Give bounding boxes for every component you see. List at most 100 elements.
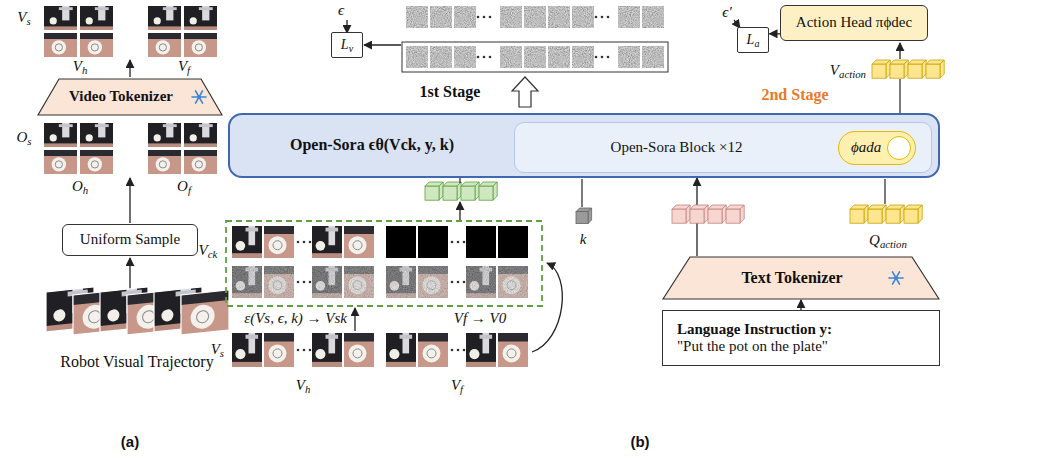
- frame-ground: [498, 333, 528, 367]
- pot: [143, 310, 155, 323]
- pot: [195, 161, 202, 168]
- cube-front: [904, 209, 918, 223]
- frame-ground: [312, 266, 342, 298]
- noise-square: [524, 6, 546, 28]
- plate: [316, 241, 326, 251]
- noise-overlay: [498, 266, 528, 298]
- loss-box: Lv: [331, 32, 363, 59]
- node-text: Text Tokenizer: [741, 269, 842, 287]
- video-frame: [418, 266, 448, 298]
- token-cube: [425, 182, 443, 200]
- token-cube: [926, 60, 944, 78]
- video-frame: [344, 226, 374, 258]
- frame-ground: [344, 333, 374, 367]
- plate: [389, 349, 399, 359]
- caption-label: 2nd Stage: [761, 86, 828, 104]
- math-subscript: s: [26, 15, 30, 27]
- math-label: Vck: [199, 242, 218, 259]
- ellipsis-dot: [489, 16, 492, 19]
- video-frame: [148, 123, 181, 147]
- video-frame: [148, 33, 181, 57]
- math-subscript: s: [220, 347, 224, 359]
- ellipsis-dot: [601, 16, 604, 19]
- table-edge: [232, 362, 262, 367]
- video-frame: [184, 150, 217, 174]
- math-label: Vh: [73, 58, 88, 75]
- frame-ground: [148, 123, 181, 147]
- table-edge: [184, 143, 217, 147]
- math-subscript: h: [305, 383, 310, 395]
- frame-ground: [312, 226, 342, 258]
- frame-ground: [80, 123, 113, 147]
- video-frame: [232, 226, 262, 258]
- ellipsis-dot: [451, 349, 454, 352]
- noise-square: [406, 46, 428, 68]
- caption-label: Robot Visual Trajectory: [60, 353, 213, 371]
- snowflake-stroke: [196, 91, 203, 103]
- cube-side: [457, 182, 461, 200]
- video-frame: [80, 150, 113, 174]
- plate: [161, 309, 173, 322]
- math-subscript: f: [460, 383, 463, 395]
- model-box: Open-Sora ϵθ(Vck, y, k)Open-Sora Block ×…: [228, 113, 940, 178]
- video-frame: [466, 266, 496, 298]
- toggle-knob: [887, 136, 911, 160]
- frame-top: [264, 226, 294, 234]
- noise-square: [618, 6, 640, 28]
- ellipsis-dot: [595, 16, 598, 19]
- plate: [503, 344, 521, 362]
- video-frame: [44, 33, 77, 57]
- video-frame: [264, 226, 294, 258]
- pot: [159, 44, 166, 51]
- plate: [190, 134, 197, 141]
- pot: [353, 241, 362, 250]
- plate: [50, 17, 57, 24]
- cube-front: [461, 186, 475, 200]
- plate: [154, 134, 161, 141]
- frame-ground: [498, 266, 528, 298]
- math-subscript: ck: [208, 248, 218, 260]
- token-cube: [443, 182, 461, 200]
- pot: [353, 349, 362, 358]
- cube-front: [926, 64, 940, 78]
- plate: [156, 40, 170, 54]
- black-frame: [498, 226, 528, 258]
- table-edge: [386, 362, 416, 367]
- noise-square: [618, 46, 640, 68]
- math-base: V: [296, 377, 305, 393]
- robot-base: [163, 7, 177, 10]
- frame-ground: [148, 150, 181, 174]
- ellipsis-dot: [477, 16, 480, 19]
- arrow-line: [364, 44, 401, 45]
- noise-overlay: [232, 266, 262, 298]
- token-cube: [726, 205, 744, 223]
- plate: [349, 236, 367, 254]
- plate: [315, 349, 325, 359]
- noise-overlay: [466, 266, 496, 298]
- table-edge: [80, 143, 113, 147]
- ellipsis-dot: [595, 56, 598, 59]
- video-frame: [498, 333, 528, 367]
- noise-square: [524, 46, 546, 68]
- snowflake-core: [894, 276, 898, 280]
- token-cube: [576, 208, 592, 224]
- node-text: Open-Sora Block ×12: [515, 139, 838, 156]
- plate: [269, 344, 287, 362]
- math-base: V: [451, 377, 460, 393]
- video-frame: [344, 333, 374, 367]
- math-base: L: [747, 32, 755, 47]
- math-subscript: v: [349, 42, 353, 53]
- frame-ground: [264, 226, 294, 258]
- node-text: Open-Sora ϵθ(Vck, y, k): [230, 136, 514, 154]
- arrow-line: [129, 258, 130, 289]
- frame-ground: [148, 6, 181, 30]
- action-head-box: Action Head πϕdec: [780, 5, 928, 41]
- dashed-box: [226, 221, 542, 306]
- cube-side: [940, 60, 944, 78]
- cube-front: [886, 209, 900, 223]
- noise-square: [500, 6, 522, 28]
- cube-side: [722, 205, 726, 223]
- frame-ground: [232, 333, 262, 367]
- noise-square: [430, 6, 452, 28]
- noise-square: [572, 46, 594, 68]
